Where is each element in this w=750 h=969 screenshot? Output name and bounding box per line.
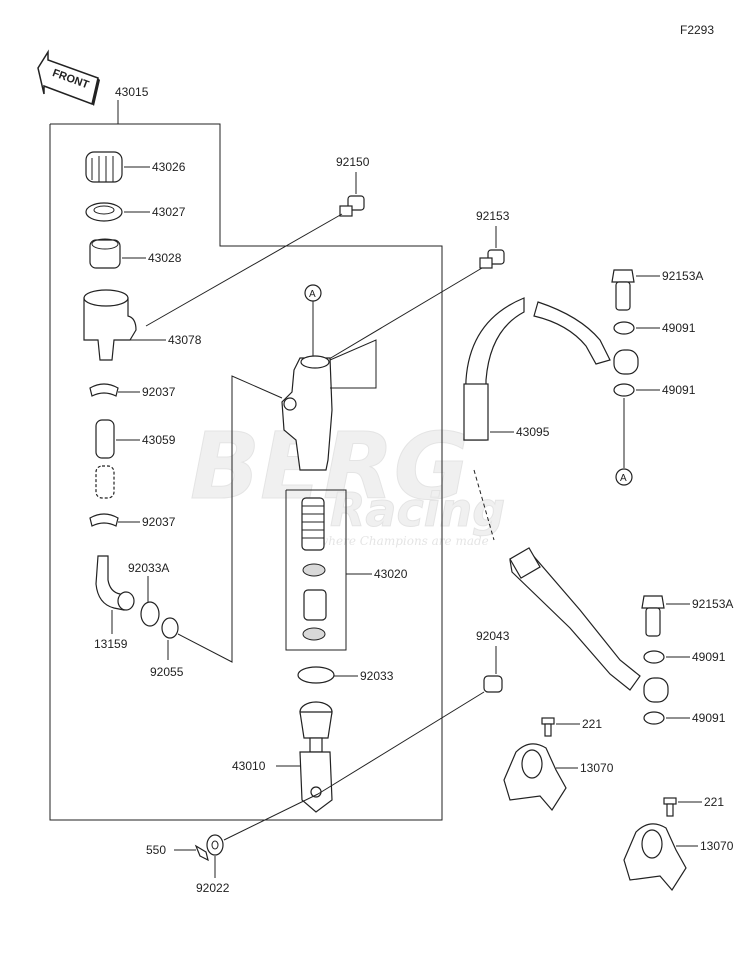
label-92037-lower: 92037 [142,515,176,529]
label-92033A: 92033A [128,561,169,575]
label-550: 550 [146,843,166,857]
screw-221-b: 221 [663,795,724,817]
circlip-small: 92033A [128,561,169,627]
label-92037-upper: 92037 [142,385,176,399]
front-arrow-icon: FRONT [37,49,100,106]
bolt-92150: 92150 [145,155,370,327]
label-92153A-lower: 92153A [692,597,733,611]
hose-clamp-lower: 92037 [89,513,176,529]
circlip-large: 92033 [297,666,394,684]
banjo-bolt-lower: 92153A [641,595,733,637]
brake-hose: 43095 [463,297,641,691]
assembly-outline: 43015 [49,85,443,821]
label-49091-a: 49091 [662,321,696,335]
label-43027: 43027 [152,205,186,219]
washer-49091-b: 49091 [613,383,696,468]
washer-49091-d: 49091 [643,711,726,725]
label-221-a: 221 [582,717,602,731]
watermark: BERG Racing where Champions are made [190,413,506,549]
washer-92022: 92022 [196,834,230,895]
master-cylinder-body [281,339,377,471]
label-49091-b: 49091 [662,383,696,397]
callout-a-bottom: A [615,468,633,486]
cap-plate: 43027 [85,202,186,222]
label-43028: 43028 [148,251,182,265]
bolt-92153: 92153 [323,209,510,363]
reservoir-cap: 43026 [85,151,186,183]
cotter-pin: 550 [146,843,209,862]
label-43059: 43059 [142,433,176,447]
label-92022: 92022 [196,881,230,895]
banjo-bolt-upper: 92153A [611,269,703,311]
label-43095: 43095 [516,425,550,439]
svg-text:A: A [309,289,316,300]
label-92043: 92043 [476,629,510,643]
piston-kit: 43020 [285,489,408,651]
watermark-racing: Racing [330,483,505,537]
label-43078: 43078 [168,333,202,347]
label-43015: 43015 [115,85,149,99]
figure-code: F2293 [680,23,714,37]
label-13070-b: 13070 [700,839,734,853]
label-92150: 92150 [336,155,370,169]
hose-clamp-upper: 92037 [89,383,176,399]
clevis-pin: 92043 [223,629,510,841]
banjo-fitting-upper [613,349,639,375]
diaphragm: 43028 [89,238,182,269]
hose-fitting: 13159 [94,555,135,651]
screw-221-a: 221 [541,717,602,737]
label-221-b: 221 [704,795,724,809]
banjo-fitting-lower [643,677,669,703]
label-49091-d: 49091 [692,711,726,725]
push-rod: 43010 [232,701,333,813]
reservoir-tank: 43078 [83,289,202,361]
label-43026: 43026 [152,160,186,174]
fitting-leader [177,375,283,663]
label-49091-c: 49091 [692,650,726,664]
watermark-tagline: where Champions are made [318,534,489,548]
label-13070-a: 13070 [580,761,614,775]
washer-49091-a: 49091 [613,321,696,335]
callout-a-top: A [304,284,322,360]
hose-clamp-bracket-b: 13070 [623,823,734,892]
svg-text:A: A [620,473,627,484]
label-92153: 92153 [476,209,510,223]
label-43020: 43020 [374,567,408,581]
label-92153A-upper: 92153A [662,269,703,283]
reservoir-hose: 43059 [95,419,176,499]
label-43010: 43010 [232,759,266,773]
o-ring: 92055 [150,617,184,679]
label-92033: 92033 [360,669,394,683]
label-13159: 13159 [94,637,128,651]
washer-49091-c: 49091 [643,650,726,664]
hose-clamp-bracket-a: 13070 [503,743,614,812]
label-92055: 92055 [150,665,184,679]
